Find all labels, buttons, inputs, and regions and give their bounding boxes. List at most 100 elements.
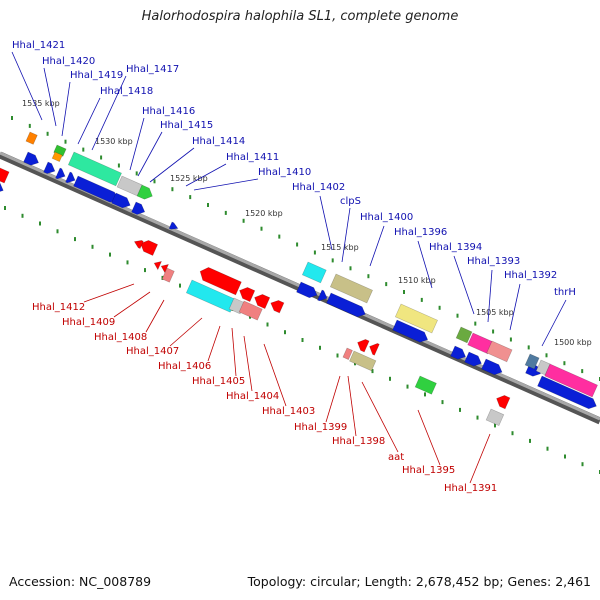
reverse-gene-label: Hhal_1409 [62, 317, 115, 328]
gene-feature [199, 267, 242, 296]
gene-feature [455, 326, 473, 344]
ruler-dot [319, 345, 321, 350]
ruler-dot [266, 322, 269, 327]
ruler-dot [564, 454, 566, 459]
ruler-dot [474, 321, 477, 326]
ruler-dot [109, 252, 111, 257]
accession-text: Accession: NC_008789 [9, 574, 152, 589]
cds-feature-shape [481, 358, 503, 376]
gene-feature-shape [524, 353, 540, 370]
forward-gene-label: Hhal_1419 [70, 70, 123, 81]
cds-feature [43, 161, 56, 174]
reverse-gene-label: Hhal_1406 [158, 361, 211, 372]
gene-feature [160, 264, 170, 274]
forward-gene-label: Hhal_1414 [192, 136, 245, 147]
cds-feature [55, 167, 66, 180]
leader-line [541, 299, 567, 347]
forward-gene-label: Hhal_1417 [126, 64, 179, 75]
forward-gene-label: Hhal_1402 [292, 182, 345, 193]
cds-feature [326, 292, 366, 318]
gene-feature [414, 375, 437, 395]
leader-line [263, 343, 287, 407]
forward-gene-label: thrH [554, 287, 576, 298]
gene-feature [485, 408, 505, 427]
leader-line [509, 283, 521, 331]
gene-feature [486, 340, 513, 363]
gene-feature [153, 261, 163, 271]
ruler-dot [349, 266, 352, 271]
cds-feature-shape [65, 171, 76, 184]
tick-label: 1510 kbp [398, 276, 436, 285]
tick-label: 1525 kbp [170, 174, 208, 183]
leader-line [113, 291, 151, 318]
gene-feature [357, 339, 370, 353]
reverse-gene-label: Hhal_1405 [192, 376, 245, 387]
ruler-dot [28, 123, 31, 128]
cds-feature [464, 351, 482, 367]
cds-feature [111, 192, 131, 209]
ruler-dot [144, 268, 146, 273]
gene-feature-shape [342, 347, 353, 360]
gene-feature [369, 343, 380, 356]
cds-feature [481, 358, 503, 376]
tick-label: 1515 kbp [321, 243, 359, 252]
gene-feature [67, 151, 122, 187]
forward-gene-label: Hhal_1415 [160, 120, 213, 131]
gene-feature [238, 300, 263, 321]
ruler-dot [260, 226, 263, 231]
cds-feature [450, 345, 466, 360]
gene-feature [544, 363, 598, 398]
cds-feature-shape [326, 292, 366, 318]
forward-gene-label: Hhal_1394 [429, 242, 482, 253]
leader-line [417, 409, 441, 466]
ruler-dot [46, 131, 49, 136]
gene-feature-shape [25, 131, 38, 145]
gene-feature-shape [270, 300, 285, 314]
cds-feature-shape [43, 161, 56, 174]
cds-feature-shape [55, 167, 66, 180]
ruler-dot [492, 329, 495, 334]
topology-text: Topology: circular; Length: 2,678,452 bp… [247, 574, 591, 589]
gene-feature [270, 300, 285, 314]
leader-line [145, 299, 165, 333]
gene-feature-shape [414, 375, 437, 395]
leader-line [193, 178, 259, 191]
forward-gene-label: clpS [340, 196, 361, 207]
ruler-dot [509, 337, 512, 342]
gene-feature-shape [301, 261, 327, 284]
cds-feature [168, 221, 179, 230]
gene-feature [496, 395, 511, 410]
leader-line [453, 255, 475, 315]
gene-feature-shape [161, 267, 175, 283]
ruler-dot [313, 250, 316, 255]
gene-feature [349, 350, 377, 372]
ruler-dot [301, 338, 304, 342]
page-title: Halorhodospira halophila SL1, complete g… [141, 9, 459, 24]
ruler-dot [74, 237, 76, 242]
ruler-dot [546, 446, 549, 451]
cds-feature [317, 289, 328, 302]
ruler-dot [278, 234, 281, 239]
ruler-dot [21, 213, 24, 218]
gene-feature [301, 261, 327, 284]
gene-feature-shape [349, 350, 377, 372]
reverse-gene-label: Hhal_1403 [262, 406, 315, 417]
cds-feature-shape [168, 221, 179, 230]
leader-line [319, 195, 333, 251]
cds-feature [537, 375, 597, 410]
gene-feature-shape [51, 151, 63, 163]
gene-feature-shape [357, 339, 370, 353]
gene-feature [161, 267, 175, 283]
leader-line [169, 317, 203, 347]
ruler-dot [284, 330, 286, 335]
ruler-dot [224, 210, 227, 215]
forward-gene-label: Hhal_1420 [42, 56, 95, 67]
gene-feature-shape [455, 326, 473, 344]
leader-line [43, 67, 57, 127]
ruler-dot [82, 147, 85, 152]
ruler-dot [336, 353, 339, 358]
leader-line [369, 225, 385, 267]
gene-feature-shape [153, 261, 163, 271]
gene-feature-shape [239, 287, 256, 303]
leader-line [347, 375, 357, 437]
